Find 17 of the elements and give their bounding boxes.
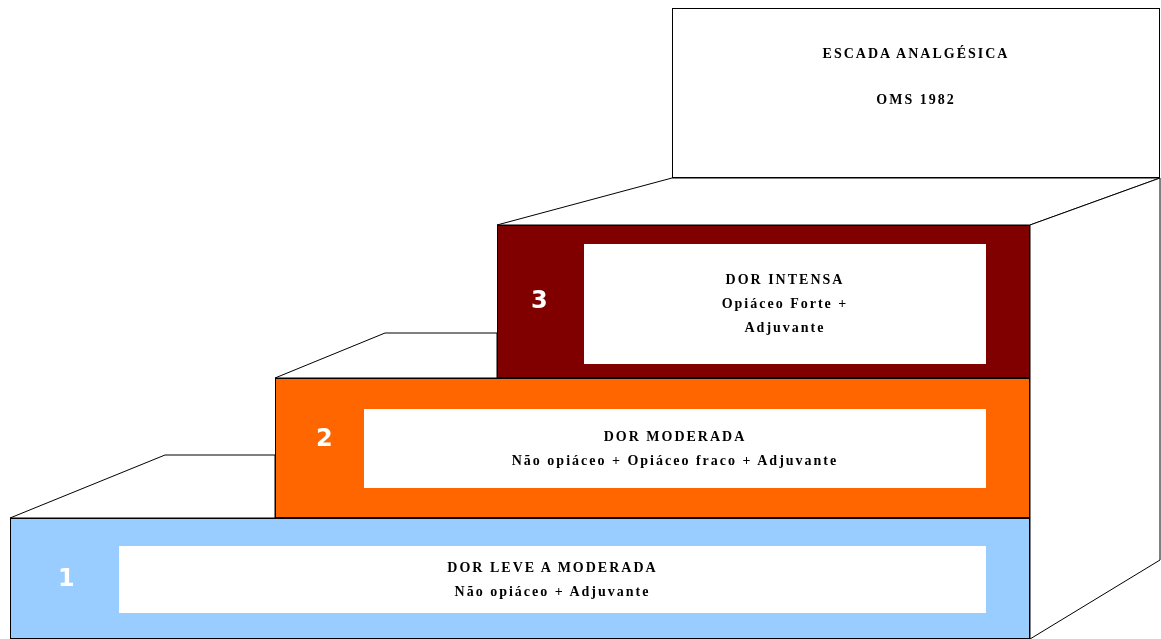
heading-text: DOR MODERADA (603, 427, 747, 446)
body-text: OMS 1982 (876, 91, 956, 109)
heading-text: DOR INTENSA (725, 271, 845, 289)
body-text: Não opiáceo + Opiáceo fraco + Adjuvante (511, 451, 839, 470)
text-panel (119, 546, 986, 613)
body-text: Opiáceo Forte + Adjuvante (720, 295, 850, 337)
body-text: Não opiáceo + Adjuvante (454, 582, 651, 601)
step-band (275, 378, 1030, 518)
step-number: 1 (58, 564, 75, 592)
step-band (497, 225, 1030, 378)
text-panel (584, 244, 986, 364)
heading-text: DOR LEVE A MODERADA (447, 558, 658, 577)
text-panel (364, 409, 986, 488)
heading-text: ESCADA ANALGÉSICA (822, 44, 1010, 63)
step-number: 2 (316, 424, 333, 452)
step-band (10, 518, 1030, 639)
step-number: 3 (531, 286, 548, 314)
